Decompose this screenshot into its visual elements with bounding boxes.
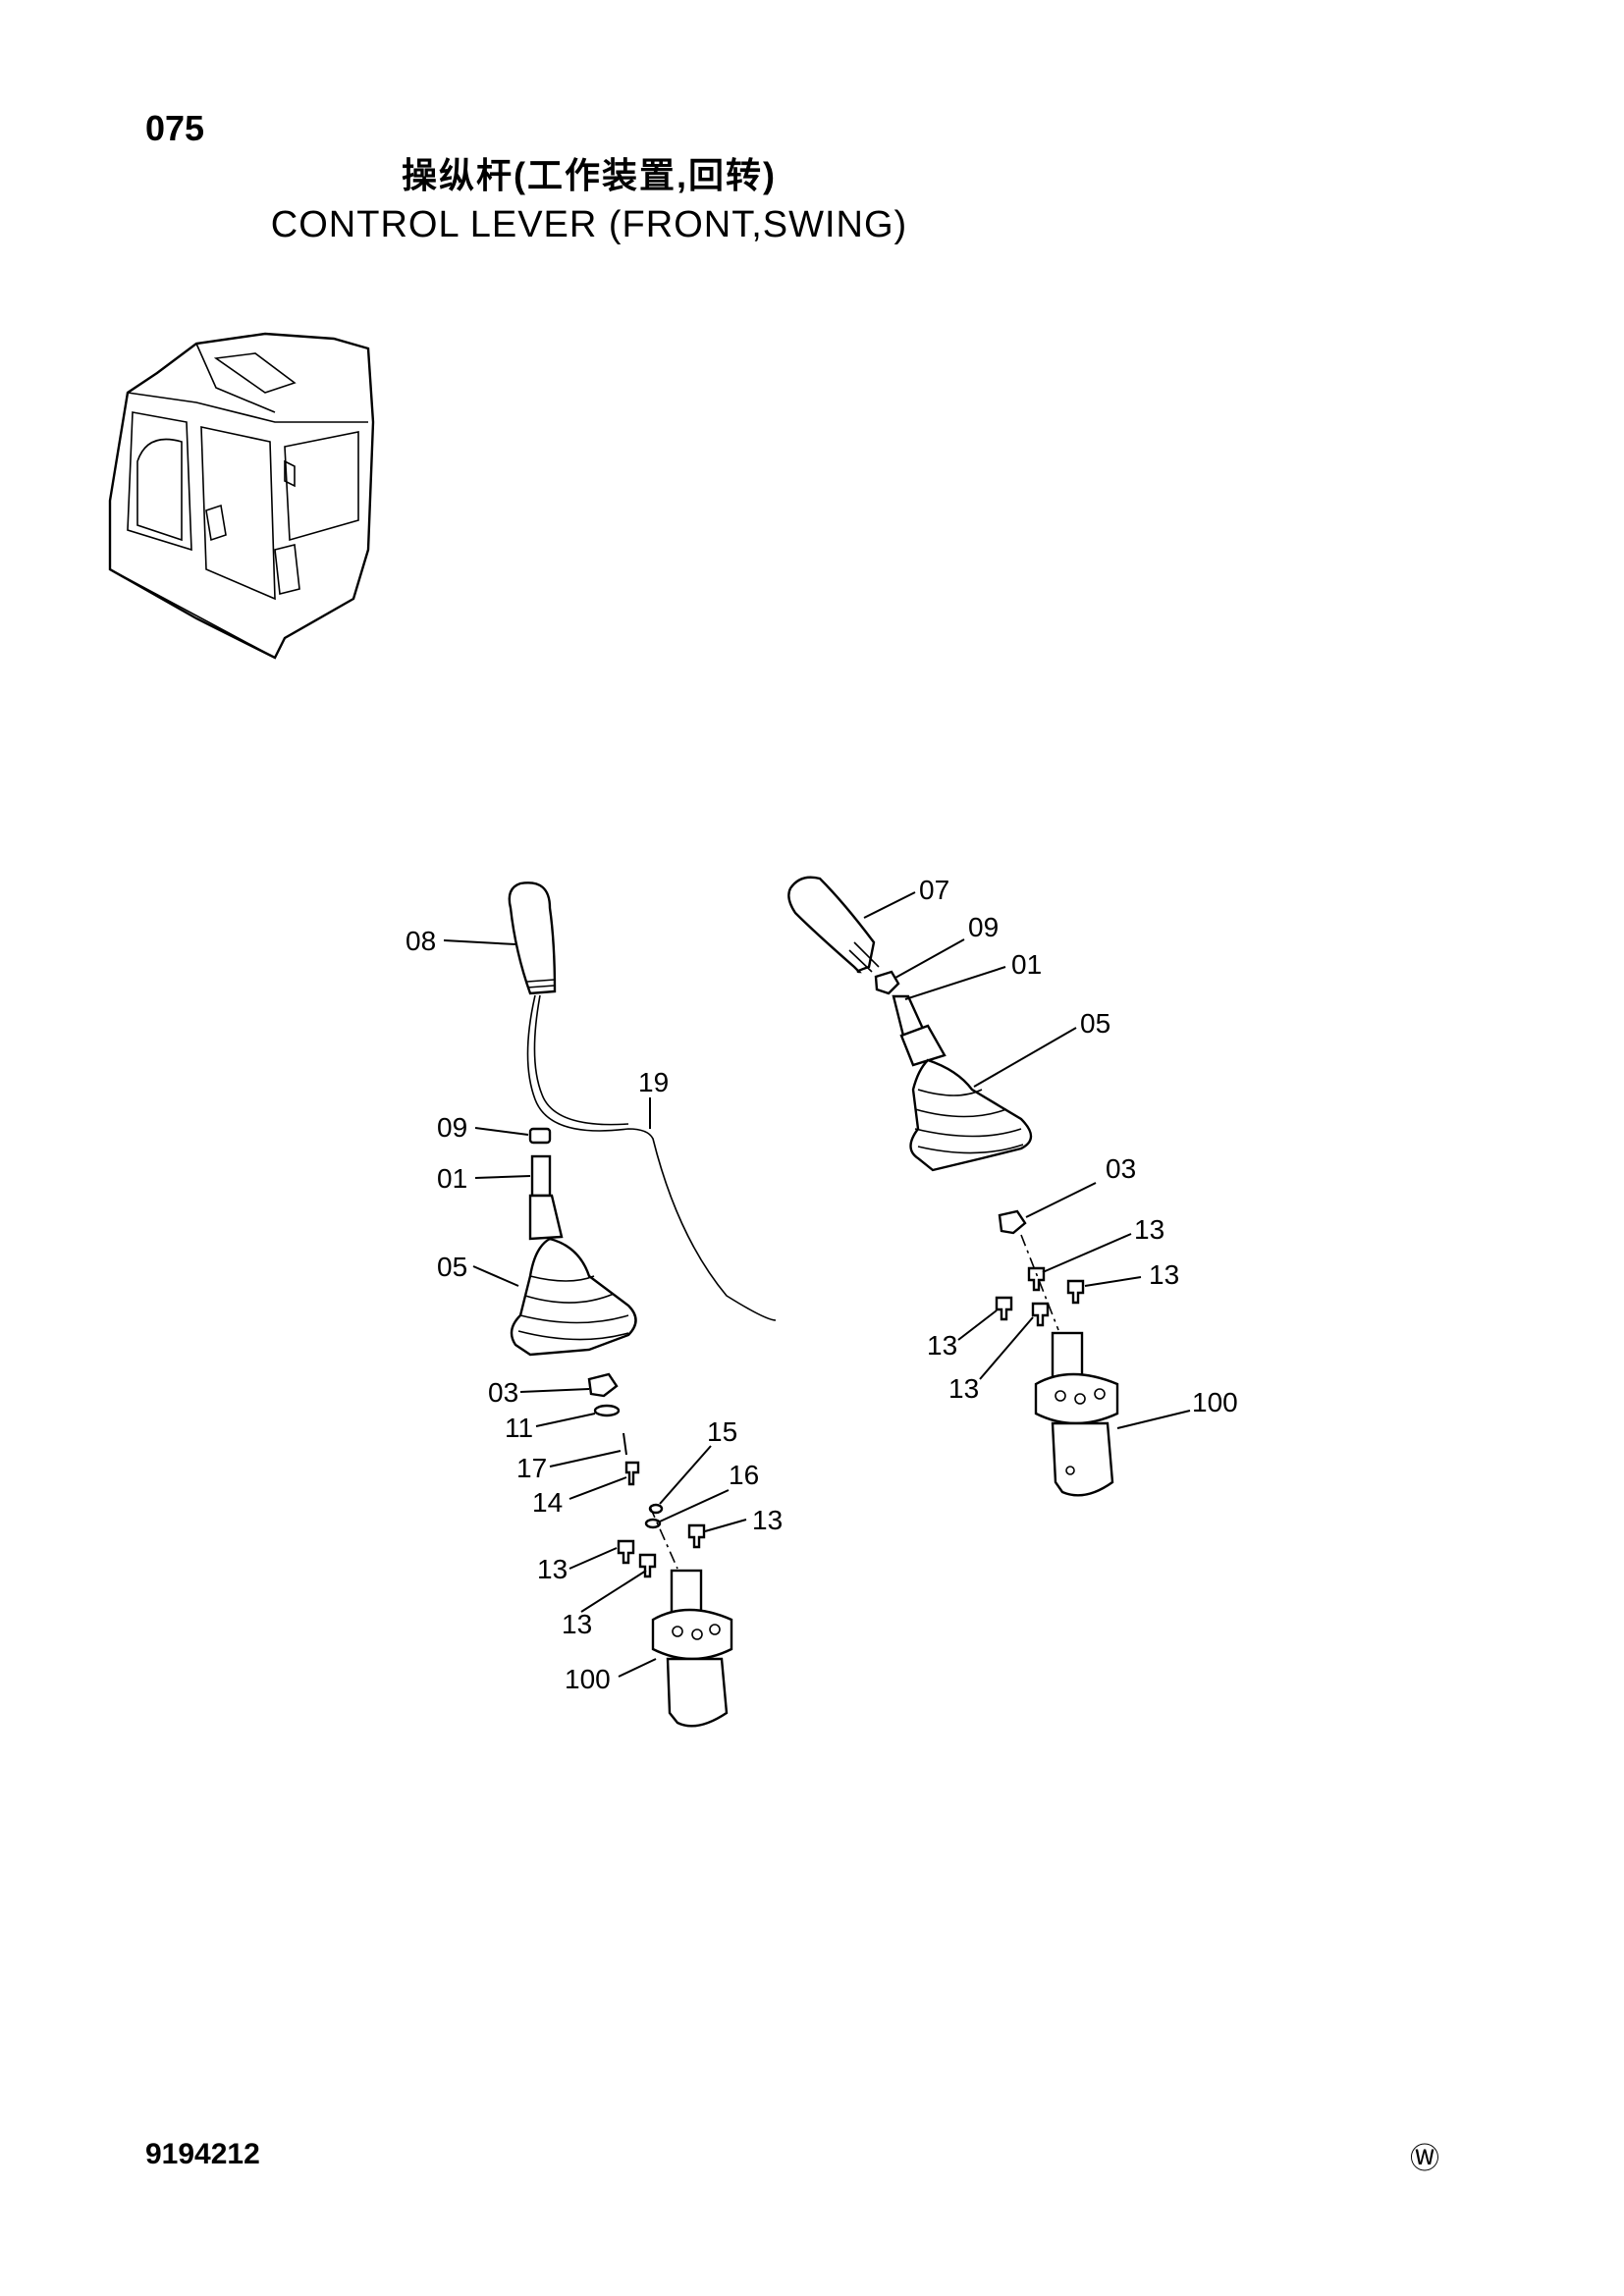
callout-13-right-b: 13 bbox=[1149, 1259, 1179, 1290]
callout-13-left-c: 13 bbox=[562, 1609, 592, 1639]
left-pilot-valve-100 bbox=[651, 1569, 733, 1728]
document-code: 9194212 bbox=[145, 2138, 260, 2170]
callout-03-right: 03 bbox=[1106, 1153, 1136, 1184]
right-lever-assembly bbox=[787, 876, 1119, 1497]
right-nut-09 bbox=[874, 970, 900, 995]
callout-14: 14 bbox=[532, 1487, 563, 1518]
left-callouts: 08 09 01 19 05 03 11 17 14 15 16 13 13 1… bbox=[406, 926, 783, 1694]
callout-16: 16 bbox=[729, 1460, 759, 1490]
left-washer-11 bbox=[593, 1404, 621, 1417]
page-number: 075 bbox=[145, 108, 205, 148]
callout-09: 09 bbox=[437, 1112, 467, 1143]
callout-05: 05 bbox=[437, 1252, 467, 1282]
callout-15: 15 bbox=[707, 1416, 737, 1447]
left-boot-05 bbox=[510, 1237, 637, 1357]
callout-13-left-a: 13 bbox=[752, 1505, 783, 1535]
left-lever-assembly bbox=[508, 881, 777, 1728]
right-bolt-13c bbox=[995, 1296, 1013, 1321]
publisher-mark: Ⓦ bbox=[1410, 2143, 1439, 2175]
callout-17: 17 bbox=[516, 1453, 547, 1483]
callout-13-right-a: 13 bbox=[1134, 1214, 1164, 1245]
right-bolt-13d bbox=[1031, 1302, 1050, 1327]
right-nut-03 bbox=[998, 1209, 1027, 1235]
callout-01: 01 bbox=[437, 1163, 467, 1194]
callout-13-left-b: 13 bbox=[537, 1554, 568, 1584]
left-stem-01 bbox=[530, 1154, 552, 1198]
callout-leader-lines bbox=[443, 891, 1191, 1678]
left-bolt-13a bbox=[617, 1539, 635, 1565]
left-grip bbox=[508, 881, 557, 995]
right-grip bbox=[787, 876, 876, 974]
callout-07: 07 bbox=[919, 875, 949, 905]
callout-100-left: 100 bbox=[565, 1664, 611, 1694]
left-bolt-13b bbox=[638, 1553, 657, 1578]
callout-19: 19 bbox=[638, 1067, 669, 1097]
left-pin-17 bbox=[623, 1432, 627, 1456]
left-nut-03 bbox=[587, 1372, 619, 1398]
callout-13-right-d: 13 bbox=[948, 1373, 979, 1404]
callout-01-right: 01 bbox=[1011, 949, 1042, 980]
callout-11: 11 bbox=[505, 1413, 533, 1443]
left-wire-harness bbox=[526, 994, 777, 1321]
right-callouts: 07 09 01 05 03 13 13 13 13 100 bbox=[919, 875, 1238, 1417]
cab-locator-illustration bbox=[108, 332, 375, 660]
page-title-english: CONTROL LEVER (FRONT,SWING) bbox=[270, 204, 908, 245]
left-part-15 bbox=[648, 1503, 664, 1515]
right-boot-05 bbox=[909, 1058, 1033, 1172]
callout-03: 03 bbox=[488, 1377, 518, 1408]
callout-05-right: 05 bbox=[1080, 1008, 1110, 1039]
callout-08: 08 bbox=[406, 926, 436, 956]
page-title-chinese: 操纵杆(工作装置,回转) bbox=[402, 155, 777, 195]
left-bolt-13c bbox=[687, 1523, 706, 1549]
right-pilot-valve-100 bbox=[1034, 1331, 1119, 1497]
callout-09-right: 09 bbox=[968, 912, 999, 942]
callout-100-right: 100 bbox=[1192, 1387, 1238, 1417]
left-part-16 bbox=[644, 1518, 662, 1529]
right-bolt-13b bbox=[1066, 1279, 1085, 1305]
left-nut-09 bbox=[528, 1127, 552, 1145]
callout-13-right-c: 13 bbox=[927, 1330, 957, 1361]
left-bolt-14 bbox=[624, 1461, 640, 1486]
